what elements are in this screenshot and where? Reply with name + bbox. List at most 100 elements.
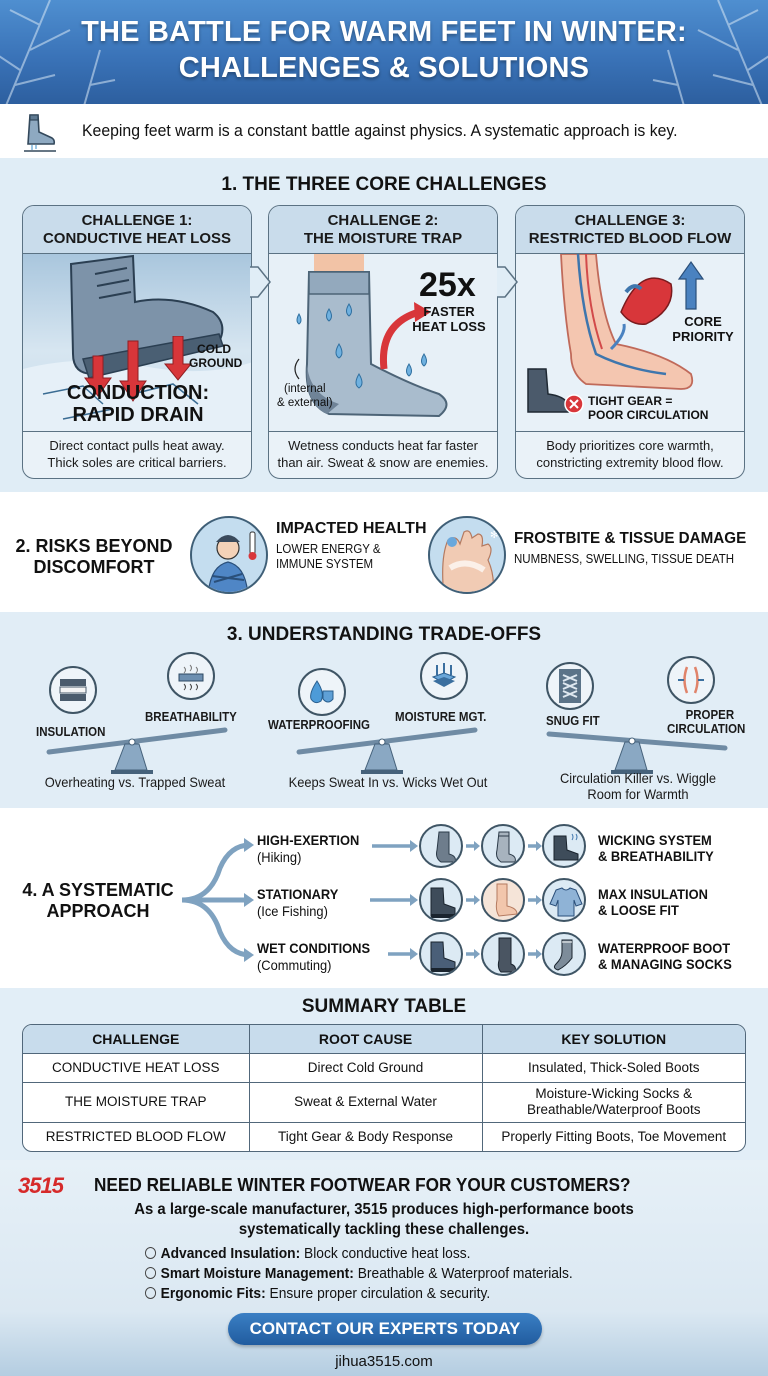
tradeoff-caption: Keeps Sweat In vs. Wicks Wet Out xyxy=(288,774,488,790)
summary-section: SUMMARY TABLE CHALLENGE ROOT CAUSE KEY S… xyxy=(0,988,768,1160)
table-row: CONDUCTIVE HEAT LOSS Direct Cold Ground … xyxy=(23,1053,745,1083)
note-line: (internal xyxy=(284,383,326,395)
cold-ground-label: COLD GROUND xyxy=(189,342,243,370)
title-line-1: THE BATTLE FOR WARM FEET IN WINTER: xyxy=(81,16,687,48)
card-heading: CHALLENGE 2: THE MOISTURE TRAP xyxy=(269,206,497,254)
stat-label-line: FASTER xyxy=(423,304,475,319)
cta-headline: NEED RELIABLE WINTER FOOTWEAR FOR YOUR C… xyxy=(94,1174,631,1195)
condition-name: STATIONARY xyxy=(257,886,339,902)
tight-gear-label: TIGHT GEAR = POOR CIRCULATION xyxy=(588,394,708,422)
risk-subtitle: LOWER ENERGY & IMMUNE SYSTEM xyxy=(276,542,381,572)
core-priority-label: CORE PRIORITY xyxy=(668,314,738,344)
conduction-text-line: CONDUCTION: xyxy=(66,382,210,404)
boot-icon xyxy=(24,114,56,152)
seesaw-icon xyxy=(546,731,728,774)
column-header: KEY SOLUTION xyxy=(482,1025,745,1054)
approach-result: WATERPROOF BOOT& MANAGING SOCKS xyxy=(598,940,732,972)
svg-text:✻: ✻ xyxy=(490,530,498,541)
waterproof-boot-icon xyxy=(419,932,463,976)
conduction-text-line: RAPID DRAIN xyxy=(72,404,204,426)
risks-section: 2. RISKS BEYOND DISCOMFORT IMPACTED HEAL… xyxy=(0,492,768,612)
wicking-layers-icon xyxy=(420,652,468,700)
section-title: 3. UNDERSTANDING TRADE-OFFS xyxy=(226,624,542,645)
breathable-boot-icon xyxy=(542,824,586,868)
chevron-right-icon xyxy=(497,266,518,298)
check-circle-icon xyxy=(145,1247,157,1259)
benefit-text: Breathable & Waterproof materials. xyxy=(353,1265,573,1282)
cta-section: 3515 NEED RELIABLE WINTER FOOTWEAR FOR Y… xyxy=(0,1160,768,1376)
benefit-text: Ensure proper circulation & security. xyxy=(265,1285,491,1302)
tradeoff-right-label: PROPER CIRCULATION xyxy=(667,708,745,736)
label-line: CIRCULATION xyxy=(667,722,746,736)
dark-sock-icon xyxy=(481,932,525,976)
section-title: 1. THE THREE CORE CHALLENGES xyxy=(221,174,547,195)
condition-label: HIGH-EXERTION(Hiking) xyxy=(257,832,359,866)
caption-line: constricting extremity blood flow. xyxy=(536,455,724,470)
note-line: & external) xyxy=(277,397,333,409)
chevron-right-icon xyxy=(250,266,271,298)
conduction-label: CONDUCTION: RAPID DRAIN xyxy=(23,382,251,426)
column-header: ROOT CAUSE xyxy=(249,1025,483,1054)
approach-result: WICKING SYSTEM& BREATHABILITY xyxy=(598,832,714,864)
table-cell: Moisture-Wicking Socks &Breathable/Water… xyxy=(482,1082,745,1123)
brand-logo: 3515 xyxy=(18,1173,64,1198)
table-cell: Tight Gear & Body Response xyxy=(249,1122,483,1151)
risk-subtitle: NUMBNESS, SWELLING, TISSUE DEATH xyxy=(514,552,735,566)
tradeoffs-section: 3. UNDERSTANDING TRADE-OFFS INSULATION B… xyxy=(0,612,768,808)
benefit-title: Smart Moisture Management: xyxy=(160,1265,354,1282)
para-line: As a large-scale manufacturer, 3515 prod… xyxy=(134,1201,634,1218)
website-link[interactable]: jihua3515.com xyxy=(335,1353,433,1370)
card-heading: CHALLENGE 3: RESTRICTED BLOOD FLOW xyxy=(516,206,744,254)
condition-example: (Hiking) xyxy=(257,849,302,865)
laces-icon xyxy=(546,662,594,710)
table-cell: Sweat & External Water xyxy=(249,1082,483,1123)
summary-table: CHALLENGE ROOT CAUSE KEY SOLUTION CONDUC… xyxy=(22,1024,746,1152)
condition-name: HIGH-EXERTION xyxy=(257,832,360,848)
tradeoff-right-label: MOISTURE MGT. xyxy=(395,710,487,724)
contact-experts-button[interactable]: CONTACT OUR EXPERTS TODAY xyxy=(228,1313,542,1345)
section-title: 2. RISKS BEYOND DISCOMFORT xyxy=(14,536,174,578)
card-illustration: CORE PRIORITY TIGHT GEAR = POOR CIRCULAT… xyxy=(516,254,744,432)
caption-line: Wetness conducts heat far faster xyxy=(288,438,478,453)
intro-bar: Keeping feet warm is a constant battle a… xyxy=(0,104,768,158)
frostbite-foot-icon: ✻ xyxy=(428,516,506,594)
circulation-icon xyxy=(667,656,715,704)
card-illustration: COLD GROUND CONDUCTION: RAPID DRAIN xyxy=(23,254,251,432)
leg-circulation-icon xyxy=(527,254,705,414)
benefit-title: Advanced Insulation: xyxy=(160,1245,301,1262)
label-line: PRIORITY xyxy=(672,329,734,344)
card-heading: CHALLENGE 1: CONDUCTIVE HEAT LOSS xyxy=(23,206,251,254)
intro-text: Keeping feet warm is a constant battle a… xyxy=(82,121,678,140)
tradeoff-left-label: INSULATION xyxy=(36,725,106,739)
approach-section: 4. A SYSTEMATIC APPROACH HIGH-EXERTION(H… xyxy=(0,808,768,988)
seesaw-icon xyxy=(296,727,478,774)
condition-name: WET CONDITIONS xyxy=(257,940,371,956)
caption-line: Direct contact pulls heat away. xyxy=(49,438,225,453)
cold-ground-text: COLD GROUND xyxy=(189,342,243,370)
result-line: & LOOSE FIT xyxy=(598,902,679,918)
caption-line: Thick soles are critical barriers. xyxy=(47,455,227,470)
challenge-card-3: CHALLENGE 3: RESTRICTED BLOOD FLOW CORE … xyxy=(515,205,745,479)
result-line: WATERPROOF BOOT xyxy=(598,940,731,956)
table-cell: THE MOISTURE TRAP xyxy=(23,1082,250,1123)
challenge-card-1: CHALLENGE 1: CONDUCTIVE HEAT LOSS COLD G… xyxy=(22,205,252,479)
card-heading-line: CHALLENGE 2: xyxy=(327,212,439,229)
challenge-card-2: CHALLENGE 2: THE MOISTURE TRAP 25x FASTE… xyxy=(268,205,498,479)
benefit-title: Ergonomic Fits: xyxy=(160,1285,266,1302)
heat-drain-arrows-icon xyxy=(84,336,193,402)
tradeoff-right-label: BREATHABILITY xyxy=(145,710,237,724)
wet-sock-icon xyxy=(294,254,448,418)
thin-sock-icon xyxy=(419,824,463,868)
page-title: THE BATTLE FOR WARM FEET IN WINTER: CHAL… xyxy=(0,14,768,86)
cold-person-icon xyxy=(190,516,268,594)
result-line: WICKING SYSTEM xyxy=(598,832,712,848)
card-heading-line: CONDUCTIVE HEAT LOSS xyxy=(42,230,232,247)
hero-banner: THE BATTLE FOR WARM FEET IN WINTER: CHAL… xyxy=(0,0,768,104)
result-line: MAX INSULATION xyxy=(598,886,708,902)
condition-example: (Ice Fishing) xyxy=(257,903,328,919)
insulated-boot-icon xyxy=(419,878,463,922)
caption-line: Circulation Killer vs. Wiggle xyxy=(559,770,717,786)
risk-sub-line: LOWER ENERGY & xyxy=(276,542,381,556)
check-circle-icon xyxy=(145,1267,157,1279)
approach-result: MAX INSULATION& LOOSE FIT xyxy=(598,886,708,918)
